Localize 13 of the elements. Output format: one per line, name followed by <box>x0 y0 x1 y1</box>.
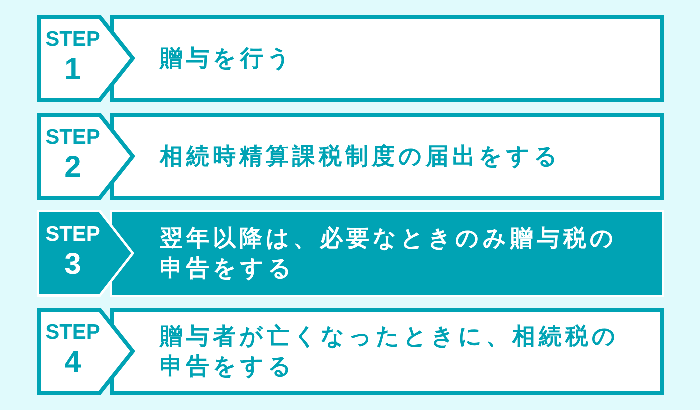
step-number: 2 <box>64 153 82 183</box>
step-text: 贈与者が亡くなったときに、相続税の申告をする <box>160 322 620 382</box>
step-label: STEP <box>46 29 100 50</box>
step-number: 4 <box>64 348 82 378</box>
step-text: 相続時精算課税制度の届出をする <box>160 142 562 172</box>
step-text: 翌年以降は、必要なときのみ贈与税の申告をする <box>160 224 618 284</box>
step-number: 3 <box>64 250 82 280</box>
step-text: 贈与を行う <box>160 44 294 74</box>
step-label: STEP <box>46 322 100 343</box>
step-tab <box>37 210 137 297</box>
step-label: STEP <box>46 127 100 148</box>
step-label: STEP <box>46 224 100 245</box>
step-number: 1 <box>64 55 82 85</box>
